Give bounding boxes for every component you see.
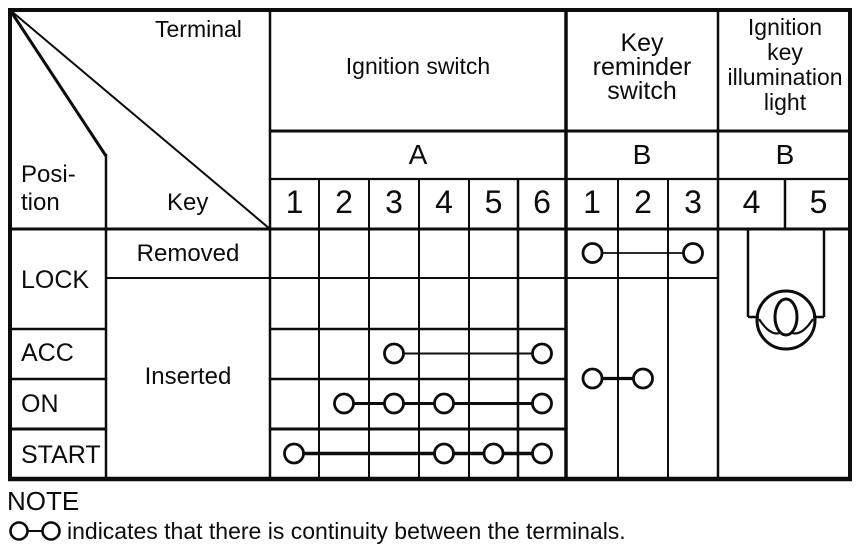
- continuity-terminal-circle: [632, 367, 654, 390]
- terminal-number-a3: 3: [385, 184, 403, 220]
- continuity-terminal-circle: [682, 242, 704, 264]
- continuity-terminal-circle: [383, 392, 405, 415]
- continuity-terminal-circle: [581, 242, 604, 264]
- row-label-start: START: [21, 441, 101, 469]
- key-header-label: Key: [167, 189, 209, 216]
- note-title: NOTE: [7, 486, 80, 516]
- row-label-on: ON: [21, 390, 59, 418]
- ignition-switch-header: Ignition switch: [345, 53, 491, 79]
- position-label-line2: tion: [21, 189, 60, 216]
- continuity-terminal-circle: [531, 392, 553, 415]
- position-label-line1: Posi-: [21, 161, 76, 188]
- terminal-number-b5: 5: [809, 184, 828, 220]
- table-grid: [8, 8, 852, 482]
- continuity-terminal-circle: [333, 392, 355, 415]
- terminal-number-a2: 2: [335, 184, 353, 220]
- note-continuity-symbol: [9, 521, 61, 541]
- lamp-filament-loop: [773, 297, 799, 337]
- row-label-acc: ACC: [21, 339, 74, 367]
- terminal-number-b3: 3: [684, 184, 702, 220]
- continuity-terminal-circle: [383, 342, 405, 365]
- terminal-number-a4: 4: [435, 184, 453, 220]
- continuity-terminal-circle: [531, 342, 553, 365]
- continuity-terminal-circle: [531, 442, 553, 465]
- continuity-terminal-circle: [482, 442, 505, 465]
- connector-b-reminder-label: B: [632, 139, 652, 170]
- terminal-number-a5: 5: [484, 184, 503, 220]
- illumination-light-header: Ignition key illumination light: [727, 14, 843, 115]
- key-reminder-switch-header: Key reminder switch: [592, 29, 692, 105]
- key-state-inserted: Inserted: [144, 363, 232, 390]
- note-text: indicates that there is continuity betwe…: [67, 518, 626, 544]
- lamp-bulb-circle: [755, 289, 817, 351]
- continuity-terminal-circle: [581, 367, 604, 390]
- continuity-terminal-circle: [433, 392, 455, 415]
- terminal-number-b1: 1: [583, 184, 601, 220]
- terminal-number-a1: 1: [285, 184, 304, 220]
- continuity-terminal-circle: [433, 442, 455, 465]
- terminal-number-a6: 6: [533, 184, 551, 220]
- corner-diagonal-lines: [8, 9, 271, 230]
- terminal-number-b4: 4: [742, 184, 761, 220]
- connector-b-illumination-label: B: [775, 139, 795, 170]
- connector-a-label: A: [408, 139, 428, 170]
- terminal-header-label: Terminal: [155, 16, 242, 42]
- row-label-lock: LOCK: [21, 266, 90, 294]
- terminal-number-b2: 2: [634, 184, 652, 220]
- illumination-lamp-symbol: [746, 230, 826, 351]
- continuity-marks-layer: [283, 242, 704, 465]
- continuity-terminal-circle: [283, 442, 305, 465]
- key-state-removed: Removed: [136, 240, 240, 267]
